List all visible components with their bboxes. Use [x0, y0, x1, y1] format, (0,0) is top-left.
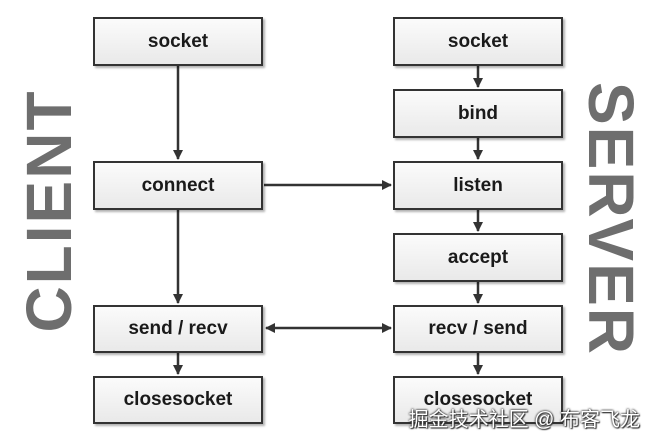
server-label: SERVER	[575, 81, 647, 357]
server-listen-node: listen	[393, 161, 563, 210]
client-send-recv-node: send / recv	[93, 305, 263, 353]
server-recv-send-node: recv / send	[393, 305, 563, 353]
watermark: 掘金技术社区 @ 布客飞龙	[408, 409, 640, 431]
client-closesocket-node: closesocket	[93, 376, 263, 424]
server-accept-node: accept	[393, 233, 563, 282]
client-socket-node: socket	[93, 17, 263, 66]
server-bind-node: bind	[393, 89, 563, 138]
server-socket-node: socket	[393, 17, 563, 66]
client-label: CLIENT	[13, 89, 85, 333]
client-connect-node: connect	[93, 161, 263, 210]
server-closesocket-node: closesocket	[393, 376, 563, 424]
